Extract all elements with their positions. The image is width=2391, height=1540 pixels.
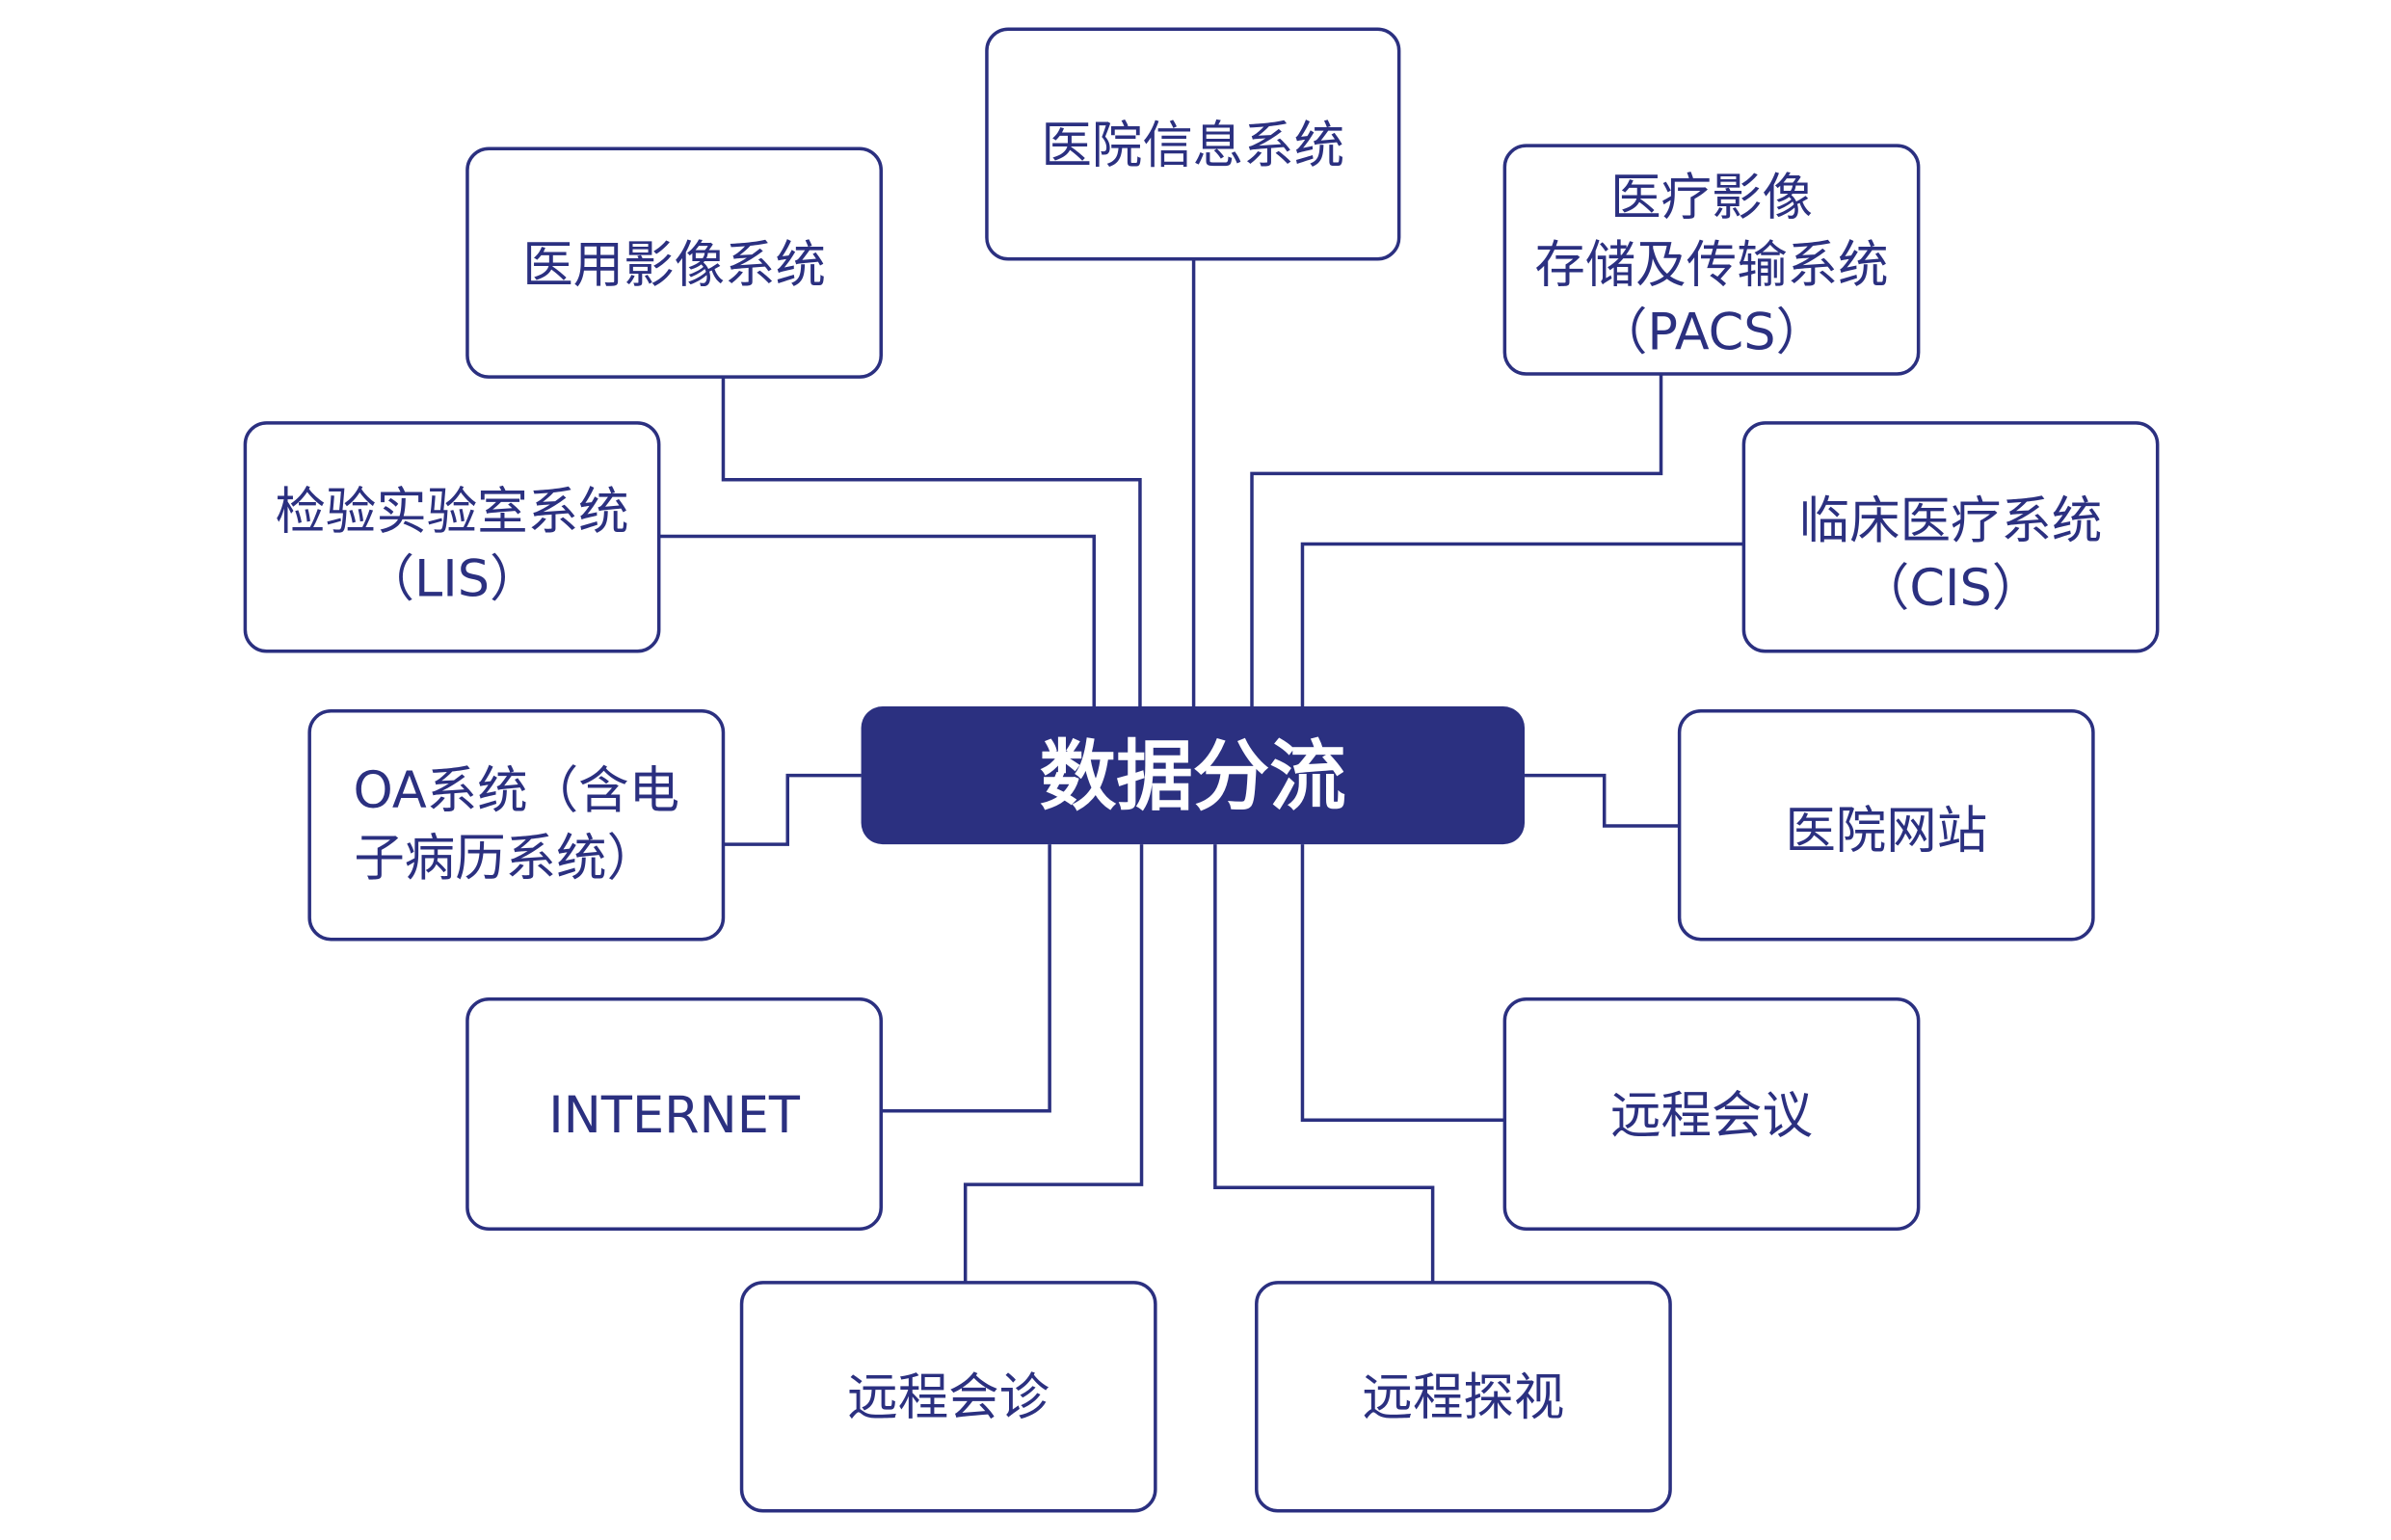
node-label: OA系统（含电 — [354, 761, 680, 820]
node-medical-imaging: 医用影像系统 — [465, 146, 883, 379]
node-label: （CIS） — [1859, 559, 2042, 618]
node-consultation: 远程会诊 — [739, 1281, 1157, 1513]
connectors — [658, 258, 1744, 1283]
connector-pacs — [1250, 373, 1663, 707]
node-label: 医疗影像 — [1610, 169, 1813, 227]
node-label: 临床医疗系统 — [1799, 491, 2103, 550]
node-oa: OA系统（含电 子病历系统） — [307, 709, 726, 942]
node-label: 远程探视 — [1363, 1368, 1565, 1427]
node-conference: 远程会议 — [1502, 996, 1921, 1231]
node-label: 远程会诊 — [847, 1368, 1049, 1427]
node-label: 检验实验室系统 — [275, 483, 628, 542]
connector-consultation — [963, 844, 1144, 1283]
connector-medical-imaging — [721, 377, 1142, 707]
node-website: 医院网站 — [1677, 709, 2095, 942]
connector-internet — [881, 844, 1051, 1113]
connector-lis — [658, 534, 1096, 707]
node-internet: INTERNET — [465, 996, 883, 1231]
node-label: 远程会议 — [1610, 1086, 1813, 1145]
connector-conference — [1300, 844, 1505, 1123]
connector-visit — [1213, 844, 1435, 1283]
node-label: INTERNET — [548, 1086, 801, 1145]
node-label: 医院网站 — [1785, 801, 1987, 860]
connector-cis — [1300, 542, 1744, 707]
node-label: 医院信息系统 — [1041, 117, 1344, 175]
node-his: 医院信息系统 — [985, 27, 1401, 261]
connector-website — [1525, 773, 1680, 828]
node-visit: 远程探视 — [1255, 1281, 1672, 1513]
center-node: 数据分流 — [861, 706, 1526, 845]
node-label: （LIS） — [364, 550, 541, 609]
node-label: 存储及传输系统 — [1534, 236, 1888, 295]
node-pacs: 医疗影像 存储及传输系统 （PACS） — [1502, 144, 1921, 376]
center-label: 数据分流 — [1040, 731, 1346, 821]
node-label: 医用影像系统 — [522, 236, 826, 295]
node-cis: 临床医疗系统 （CIS） — [1741, 421, 2160, 653]
node-label: （PACS） — [1597, 304, 1826, 362]
node-lis: 检验实验室系统 （LIS） — [243, 421, 661, 653]
connector-oa — [723, 773, 862, 846]
node-label: 子病历系统） — [354, 829, 657, 888]
